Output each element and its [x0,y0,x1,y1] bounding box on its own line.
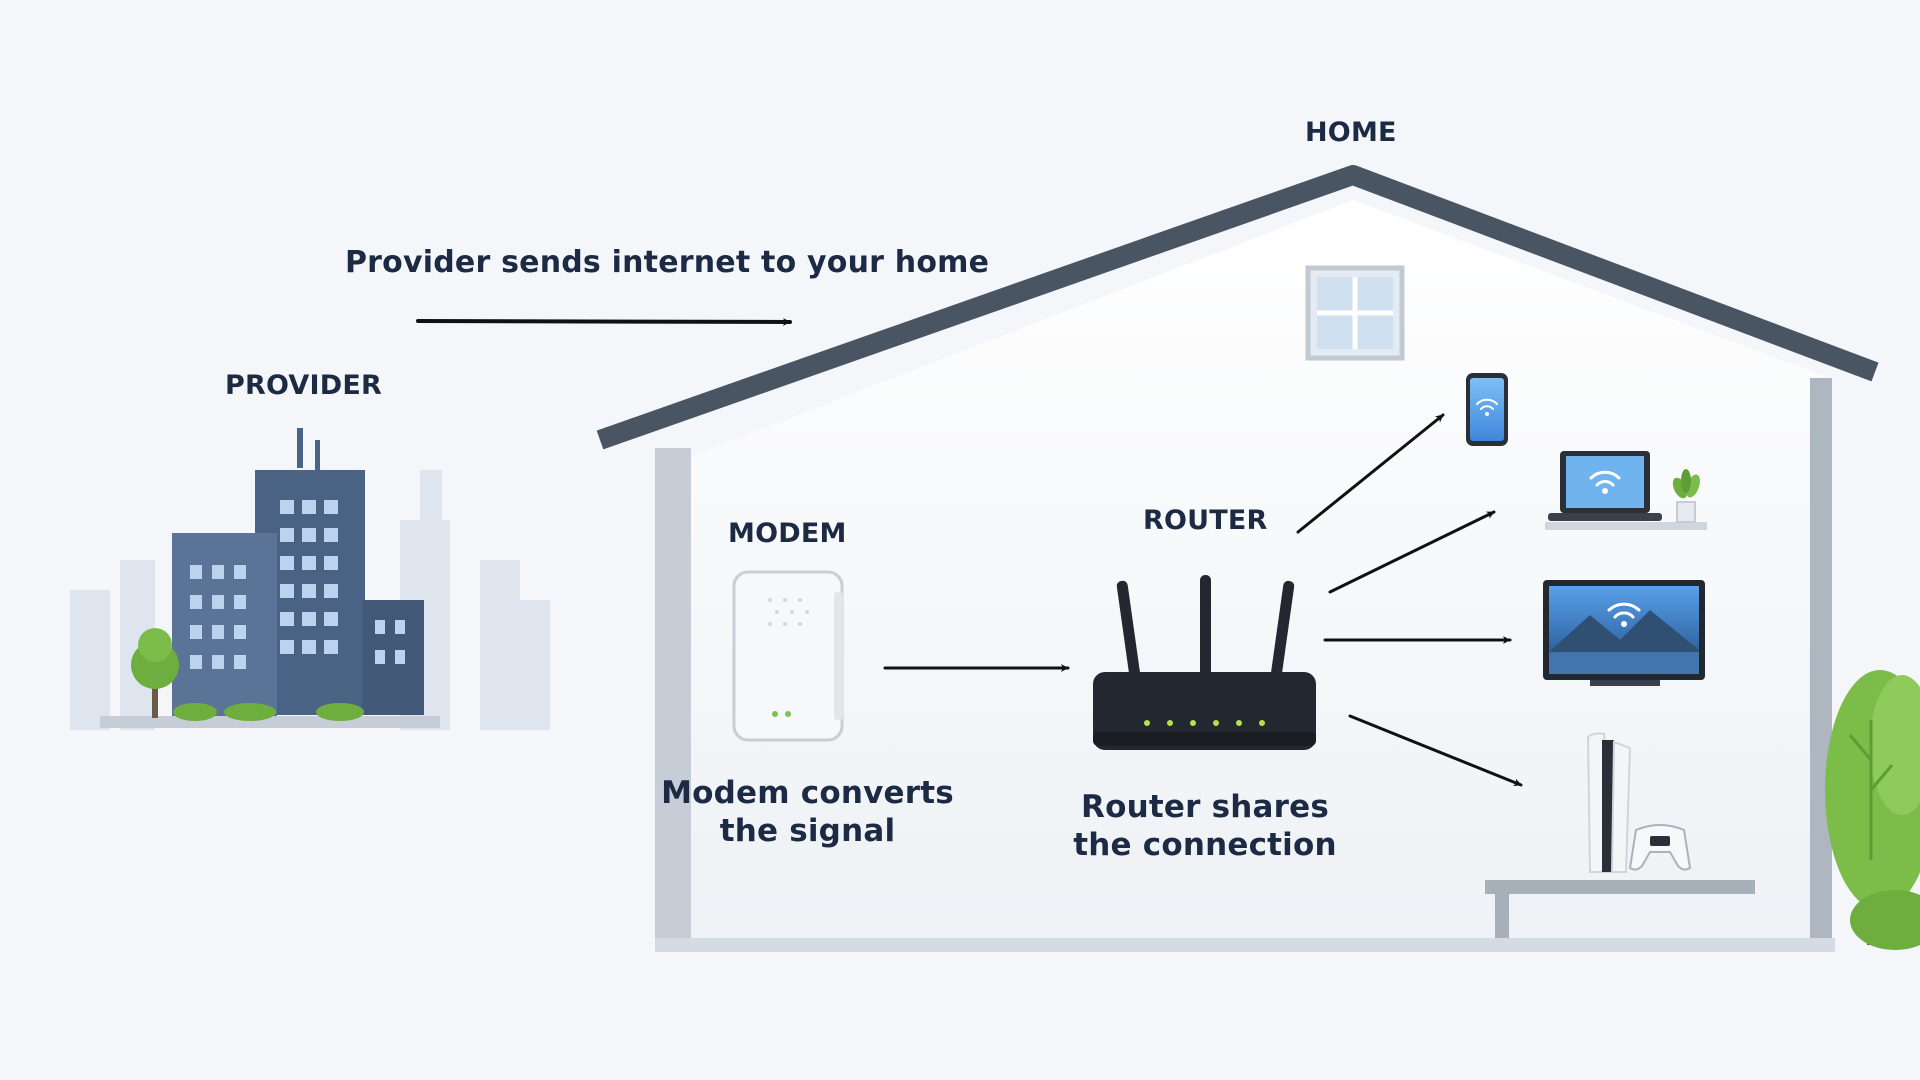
arrow-router-to-console [1348,714,1523,787]
modem-caption-line-1: Modem converts [661,775,954,811]
modem-label: MODEM [728,518,847,549]
router-icon [1093,575,1316,750]
router-caption-line-2: the connection [1073,827,1337,863]
home-label: HOME [1305,117,1397,148]
arrow-router-to-phone [1296,413,1445,534]
laptop-icon [1545,451,1707,530]
tv-icon [1543,580,1705,686]
smartphone-icon [1466,373,1508,446]
provider-label: PROVIDER [225,370,382,401]
window-icon [1305,265,1405,361]
router-label: ROUTER [1143,505,1268,536]
modem-icon [732,570,844,742]
game-console-icon [1485,732,1755,938]
office-buildings-icon [100,428,440,728]
plant-icon [1672,469,1700,523]
modem-caption-line-2: the signal [719,813,896,849]
router-caption: Router shares the connection [1060,788,1350,864]
arrow-provider-to-home [416,317,792,326]
tree-icon [1825,670,1920,950]
modem-caption: Modem converts the signal [640,774,975,850]
signal-beams [422,605,735,707]
arrow-router-to-laptop [1328,510,1496,594]
flow-arrows [416,317,1523,787]
provider-caption: Provider sends internet to your home [345,245,990,280]
tree-icon [131,628,179,718]
router-caption-line-1: Router shares [1081,789,1329,825]
